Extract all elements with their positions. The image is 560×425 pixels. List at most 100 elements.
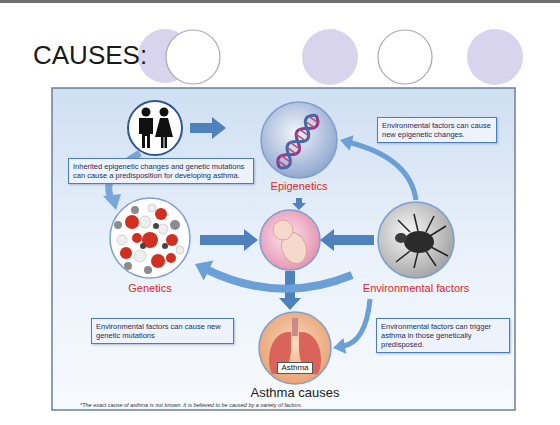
molecule-picture xyxy=(151,254,165,268)
circle-outline xyxy=(110,198,190,278)
people-icon xyxy=(128,101,182,155)
top-rule xyxy=(0,0,560,3)
fetus-picture xyxy=(273,220,293,240)
dna-picture xyxy=(281,155,291,162)
genetics-circle: Genetics xyxy=(105,198,195,299)
molecule-picture xyxy=(134,250,146,262)
molecule-picture xyxy=(158,224,168,234)
molecule-picture xyxy=(170,220,180,230)
dust-mite-picture xyxy=(378,202,454,278)
molecule-picture xyxy=(117,235,127,245)
molecule-picture xyxy=(110,198,190,278)
callout-box: Environmental factors can cause new epig… xyxy=(377,117,497,143)
arrow-people-genetics xyxy=(103,194,121,210)
callout-box: Environmental factors can cause new gene… xyxy=(91,318,234,344)
molecule-picture xyxy=(144,266,152,274)
fetus-picture xyxy=(260,210,320,270)
molecule-picture xyxy=(153,223,159,229)
circle-outline xyxy=(105,198,195,278)
molecule-picture xyxy=(139,216,151,228)
image-panel xyxy=(52,88,515,410)
arrow-environment-fetus xyxy=(320,229,374,251)
arrow-people-epigenetics xyxy=(190,117,226,139)
connector-arrow xyxy=(333,299,370,354)
dust-mite-picture xyxy=(378,202,454,278)
dna-picture xyxy=(296,134,306,141)
molecule-picture xyxy=(166,253,176,263)
molecule-picture xyxy=(110,198,190,278)
dna-picture xyxy=(308,116,318,123)
dust-mite-picture xyxy=(395,233,407,243)
epigenetics-circle: Epigenetics xyxy=(258,100,340,197)
dust-mite-picture xyxy=(398,220,410,232)
arrow-epigenetics-fetus xyxy=(292,198,306,210)
people-icon xyxy=(160,108,169,117)
molecule-picture xyxy=(166,234,178,246)
dust-mite-picture xyxy=(404,231,434,253)
dna-picture xyxy=(274,112,321,172)
arrow-genetics-fetus xyxy=(200,229,258,251)
decor-circles xyxy=(467,29,523,85)
circle-label: Environmental factors xyxy=(352,282,480,299)
circle-outline xyxy=(258,100,340,180)
arrow-head xyxy=(333,338,346,354)
callout-text: Environmental factors can trigger asthma… xyxy=(381,322,505,349)
decor-circles xyxy=(138,29,523,85)
dust-mite-picture xyxy=(414,214,418,231)
people-icon xyxy=(142,108,151,117)
circle-outline xyxy=(259,312,331,384)
molecule-picture xyxy=(148,204,156,212)
dna-picture xyxy=(299,129,309,136)
image-panel xyxy=(52,88,515,410)
molecule-picture xyxy=(176,246,184,254)
lungs-picture xyxy=(259,312,331,384)
people-icon xyxy=(155,118,173,148)
top-rule xyxy=(0,0,560,3)
people-icon xyxy=(128,101,182,155)
circle-outline xyxy=(261,102,337,178)
dna-picture xyxy=(261,102,337,178)
connector-arrow xyxy=(340,135,416,200)
arrow-genetics-fetus xyxy=(200,229,258,251)
arrow-head xyxy=(340,135,354,150)
dna-picture xyxy=(274,112,321,172)
callout-text: Environmental factors can cause new gene… xyxy=(96,322,229,340)
callout-text: Environmental factors can cause new epig… xyxy=(382,121,492,139)
molecule-picture xyxy=(132,233,142,243)
decor-circles xyxy=(302,29,358,85)
molecule-picture xyxy=(131,206,139,214)
dust-mite-picture xyxy=(414,252,418,268)
dust-mite-picture xyxy=(426,216,434,232)
arrow-environment-fetus xyxy=(320,229,374,251)
arrow-epigenetics-fetus xyxy=(292,198,306,210)
callout-text: Inherited epigenetic changes and genetic… xyxy=(73,162,249,180)
connector-line xyxy=(343,299,370,346)
callout-box: Inherited epigenetic changes and genetic… xyxy=(68,158,254,184)
molecule-picture xyxy=(140,243,146,249)
molecule-picture xyxy=(114,221,122,229)
callout-box: Environmental factors can trigger asthma… xyxy=(376,318,510,353)
slide-title: CAUSES: xyxy=(33,40,147,71)
dna-picture xyxy=(290,142,300,149)
label-holder: Asthma xyxy=(257,356,333,374)
circle-label: Epigenetics xyxy=(258,180,340,197)
environment-circle: Environmental factors xyxy=(352,200,480,299)
dust-mite-picture xyxy=(396,214,448,268)
dna-picture xyxy=(305,121,315,128)
dna-picture xyxy=(277,160,287,167)
dna-picture xyxy=(261,102,337,178)
asthma-circle: Asthma xyxy=(257,312,333,384)
diagram-caption: Asthma causes xyxy=(195,385,395,400)
connector-line xyxy=(350,142,416,200)
decor-circles xyxy=(378,30,432,84)
molecule-picture xyxy=(162,243,168,249)
asthma-label: Asthma xyxy=(277,362,312,374)
people-icon xyxy=(139,118,153,148)
dust-mite-picture xyxy=(426,251,436,266)
molecule-picture xyxy=(120,247,132,259)
molecule-picture xyxy=(125,215,139,229)
lungs-picture xyxy=(292,318,298,336)
connector-arrow xyxy=(195,261,352,289)
dna-picture xyxy=(287,147,297,154)
